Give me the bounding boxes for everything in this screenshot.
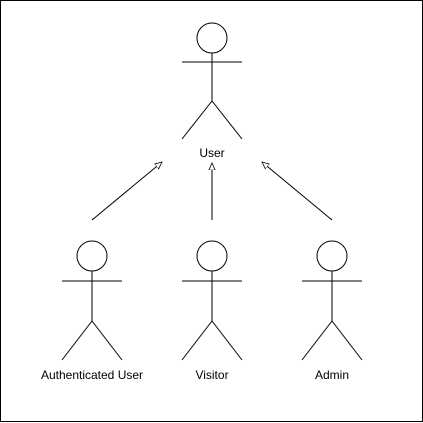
actor-visitor[interactable] [181, 240, 243, 361]
actor-visitor-label: Visitor [195, 368, 229, 382]
actor-admin-left-leg [301, 320, 333, 361]
actor-admin-right-leg [331, 320, 363, 361]
actor-user-head [196, 22, 228, 54]
actor-user[interactable] [181, 22, 243, 140]
actor-admin-head [316, 240, 348, 272]
actor-visitor-head [196, 240, 228, 272]
actor-admin[interactable] [301, 240, 363, 361]
actor-authenticated-user-left-leg [61, 320, 93, 361]
generalization-arrow-authenticated-user-to-user[interactable] [91, 162, 162, 221]
actor-authenticated-user-label: Authenticated User [40, 368, 144, 382]
actor-visitor-right-leg [211, 320, 243, 361]
actor-authenticated-user[interactable] [61, 240, 123, 361]
actor-user-right-leg [211, 100, 243, 140]
actor-user-label: User [199, 146, 225, 160]
actor-user-left-leg [181, 100, 213, 140]
actor-visitor-left-leg [181, 320, 213, 361]
actor-authenticated-user-head [76, 240, 108, 272]
generalization-arrow-admin-to-user[interactable] [262, 162, 333, 221]
actor-authenticated-user-right-leg [91, 320, 123, 361]
actor-admin-label: Admin [314, 368, 350, 382]
